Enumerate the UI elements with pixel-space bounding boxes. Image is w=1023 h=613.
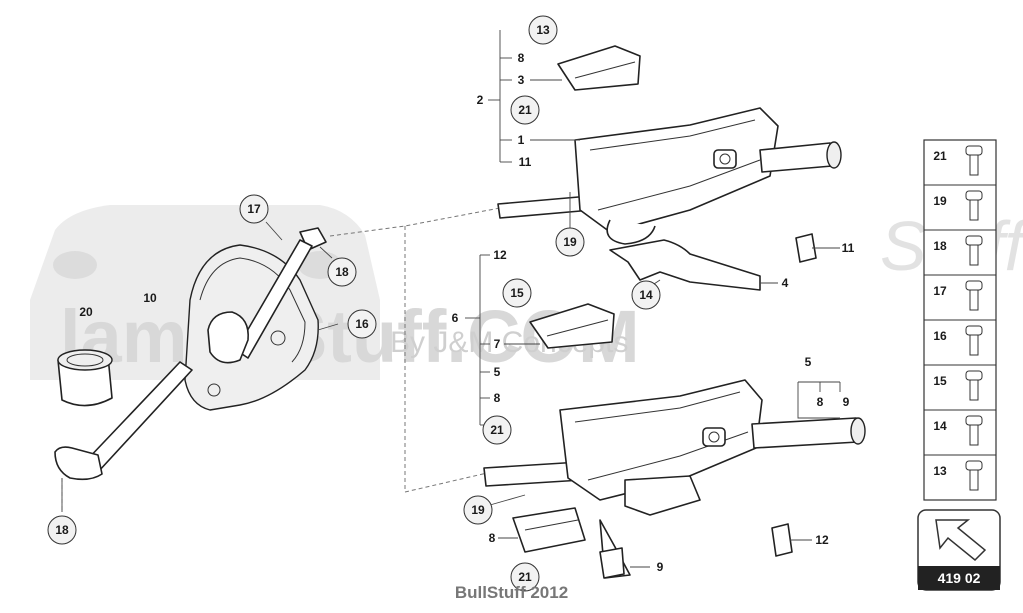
- bolt-shank-icon: [969, 469, 979, 491]
- label-4: 4: [782, 276, 789, 290]
- credit-text: BullStuff 2012: [454, 583, 569, 602]
- control-unit-bottom: [512, 507, 625, 579]
- label-8-d: 8: [489, 531, 496, 545]
- label-6: 6: [452, 311, 459, 325]
- bolt-shank-icon: [969, 154, 979, 176]
- bolt-shank-icon: [969, 424, 979, 446]
- callout-13: 13: [536, 23, 550, 37]
- bolt-icon: [965, 325, 983, 336]
- callout-16: 16: [355, 317, 369, 331]
- arrow-icon: [935, 519, 987, 562]
- label-11-clip: 11: [842, 241, 855, 255]
- legend-number: 17: [933, 284, 947, 298]
- lower-steering-column: [483, 379, 866, 516]
- label-11: 11: [519, 155, 532, 169]
- legend-number: 21: [933, 149, 947, 163]
- callout-17: 17: [247, 202, 261, 216]
- lower-steering-shaft: [54, 227, 327, 481]
- page-reference-box: 419 02: [917, 509, 1001, 591]
- bolt-shank-icon: [969, 289, 979, 311]
- bolt-shank-icon: [969, 244, 979, 266]
- label-2: 2: [477, 93, 484, 107]
- label-8-c: 8: [817, 395, 824, 409]
- callout-circles: [47, 15, 661, 592]
- label-5: 5: [494, 365, 501, 379]
- callout-21-b: 21: [490, 423, 504, 437]
- bolt-shank-icon: [969, 379, 979, 401]
- label-10: 10: [143, 291, 157, 305]
- label-9: 9: [843, 395, 850, 409]
- bolt-icon: [965, 190, 983, 201]
- callout-19: 19: [563, 235, 577, 249]
- bolt-icon: [965, 460, 983, 471]
- callout-18-b: 18: [55, 523, 69, 537]
- bolt-shank-icon: [969, 334, 979, 356]
- legend-number: 19: [933, 194, 947, 208]
- callout-numbers: 13 8 3 2 21 1 11 17 18 10 20 19 11 4 14 …: [55, 23, 854, 584]
- legend-number: 16: [933, 329, 947, 343]
- bolt-icon: [965, 235, 983, 246]
- bolt-icon: [965, 415, 983, 426]
- legend-number: 15: [933, 374, 947, 388]
- bolt-icon: [965, 145, 983, 156]
- leader-lines: [61, 30, 841, 568]
- callout-21-c: 21: [518, 570, 532, 584]
- callout-19-b: 19: [471, 503, 485, 517]
- callout-15: 15: [510, 286, 524, 300]
- label-12: 12: [493, 248, 507, 262]
- page-ref-number: 419 02: [938, 570, 981, 586]
- bolt-shank-icon: [969, 199, 979, 221]
- fastener-legend: 21 19 18 17 16 15 14 13: [923, 139, 997, 501]
- switch-module-middle: [529, 303, 615, 349]
- clips: [771, 233, 817, 557]
- callout-21: 21: [518, 103, 532, 117]
- label-8: 8: [518, 51, 525, 65]
- upper-steering-column: [497, 107, 842, 579]
- label-5-b: 5: [805, 355, 812, 369]
- label-20: 20: [79, 305, 93, 319]
- bearing-ring: [57, 349, 113, 407]
- label-12-b: 12: [815, 533, 829, 547]
- legend-number: 13: [933, 464, 947, 478]
- label-7: 7: [494, 337, 501, 351]
- switch-module-top: [557, 45, 641, 91]
- label-8-b: 8: [494, 391, 501, 405]
- legend-number: 18: [933, 239, 947, 253]
- label-3: 3: [518, 73, 525, 87]
- bolt-icon: [965, 370, 983, 381]
- callout-14: 14: [639, 288, 653, 302]
- bolt-icon: [965, 280, 983, 291]
- callout-18: 18: [335, 265, 349, 279]
- label-9-b: 9: [657, 560, 664, 574]
- legend-number: 14: [933, 419, 947, 433]
- label-1: 1: [518, 133, 525, 147]
